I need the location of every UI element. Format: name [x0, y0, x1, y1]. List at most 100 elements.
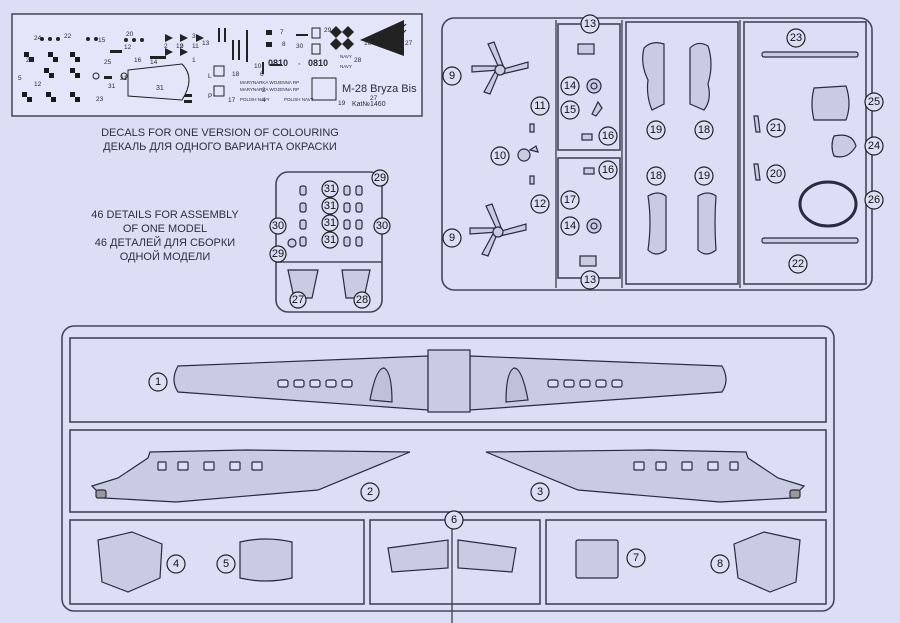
navy-short-1: NAVY [340, 64, 352, 69]
svg-text:29: 29 [324, 27, 332, 34]
details-caption-line1: 46 DETAILS FOR ASSEMBLY [91, 209, 239, 221]
svg-text:18: 18 [698, 124, 710, 136]
svg-text:31: 31 [324, 200, 336, 212]
svg-text:16: 16 [602, 130, 614, 142]
svg-text:10: 10 [494, 150, 506, 162]
navy-short-2: NAVY [340, 54, 352, 59]
svg-text:9: 9 [449, 232, 455, 244]
part-20-marker: 20 [766, 164, 786, 184]
part-18-marker: 18 [694, 120, 714, 140]
svg-text:2: 2 [164, 43, 168, 50]
part-7-marker: 7 [626, 548, 646, 568]
part-31-marker: 31 [321, 197, 339, 215]
part-24-marker: 24 [864, 136, 884, 156]
svg-text:8: 8 [717, 558, 723, 570]
fuselage-right-half [485, 449, 806, 503]
wing-part [173, 349, 727, 413]
decal-31-label: 31 [156, 85, 164, 92]
model-name: M-28 Bryza Bis [342, 83, 417, 95]
part-2-marker: 2 [360, 482, 380, 502]
part-12-marker: 12 [530, 194, 550, 214]
parts-sprue-upper [441, 17, 873, 291]
svg-text:27: 27 [370, 95, 378, 102]
part-16-marker: 16 [598, 160, 618, 180]
svg-text:15: 15 [564, 104, 576, 116]
svg-text:5: 5 [18, 75, 22, 82]
svg-text:9: 9 [180, 43, 184, 50]
svg-text:9: 9 [449, 70, 455, 82]
part-13-marker: 13 [580, 270, 600, 290]
svg-text:18: 18 [232, 71, 240, 78]
small-sprue [275, 171, 383, 313]
svg-text:14: 14 [150, 59, 158, 66]
svg-text:12: 12 [34, 81, 42, 88]
registration-separator: ◦ [298, 61, 300, 68]
part-17-marker: 17 [560, 190, 580, 210]
svg-text:4: 4 [262, 97, 266, 104]
svg-text:17: 17 [228, 97, 236, 104]
svg-text:17: 17 [564, 194, 576, 206]
decal-sheet-border [11, 13, 423, 117]
part-22-marker: 22 [788, 254, 808, 274]
svg-text:30: 30 [296, 43, 304, 50]
small-decal-marks [40, 20, 407, 103]
part-31-marker: 31 [321, 214, 339, 232]
svg-text:30: 30 [272, 220, 284, 232]
svg-text:2: 2 [367, 486, 373, 498]
svg-text:13: 13 [584, 274, 596, 286]
svg-text:31: 31 [324, 234, 336, 246]
navy-text-4: POLISH NAVY [284, 97, 314, 102]
part-23-marker: 23 [786, 28, 806, 48]
svg-text:10: 10 [254, 63, 262, 70]
part-30-marker: 30 [269, 217, 287, 235]
svg-text:27: 27 [405, 40, 413, 47]
propeller-top [471, 41, 529, 95]
part-14-marker: 14 [560, 76, 580, 96]
part-29-marker: 29 [371, 169, 389, 187]
svg-text:12: 12 [534, 198, 546, 210]
part-14-marker: 14 [560, 216, 580, 236]
part-21-marker: 21 [766, 118, 786, 138]
svg-text:23: 23 [790, 32, 802, 44]
svg-text:4: 4 [173, 558, 179, 570]
catalog-number: Kat№1460 [352, 101, 386, 108]
registration-left: 0810 [268, 58, 288, 68]
part-31-marker: 31 [321, 231, 339, 249]
svg-text:2: 2 [262, 87, 266, 94]
svg-text:31: 31 [324, 217, 336, 229]
svg-text:29: 29 [272, 248, 284, 260]
main-sprue-numbers: 1 2 3 4 5 6 7 8 [148, 372, 730, 574]
part-31-marker: 31 [321, 180, 339, 198]
svg-text:11: 11 [192, 43, 199, 50]
small-window-parts [287, 185, 371, 299]
svg-text:16: 16 [134, 57, 142, 64]
svg-text:11: 11 [534, 100, 545, 112]
details-caption: 46 DETAILS FOR ASSEMBLY OF ONE MODEL 46 … [70, 208, 260, 264]
part-10-marker: 10 [490, 146, 510, 166]
svg-text:27: 27 [292, 294, 304, 306]
svg-text:6: 6 [260, 71, 264, 78]
svg-text:12: 12 [124, 44, 132, 51]
svg-text:28: 28 [354, 57, 362, 64]
svg-text:19: 19 [650, 124, 662, 136]
svg-text:P: P [208, 93, 212, 100]
svg-text:16: 16 [364, 40, 372, 47]
svg-text:7: 7 [633, 552, 639, 564]
svg-text:22: 22 [64, 33, 72, 40]
checker-insignia [22, 52, 80, 102]
svg-text:16: 16 [602, 164, 614, 176]
part-18-marker: 18 [646, 166, 666, 186]
part-9-marker: 9 [442, 228, 462, 248]
part-3-marker: 3 [530, 482, 550, 502]
svg-text:26: 26 [26, 57, 34, 64]
svg-text:29: 29 [374, 172, 386, 184]
svg-text:13: 13 [202, 40, 210, 47]
svg-text:8: 8 [282, 41, 286, 48]
svg-text:18: 18 [650, 170, 662, 182]
part-16-marker: 16 [598, 126, 618, 146]
svg-text:7: 7 [280, 29, 284, 36]
part-5-marker: 5 [216, 554, 236, 574]
